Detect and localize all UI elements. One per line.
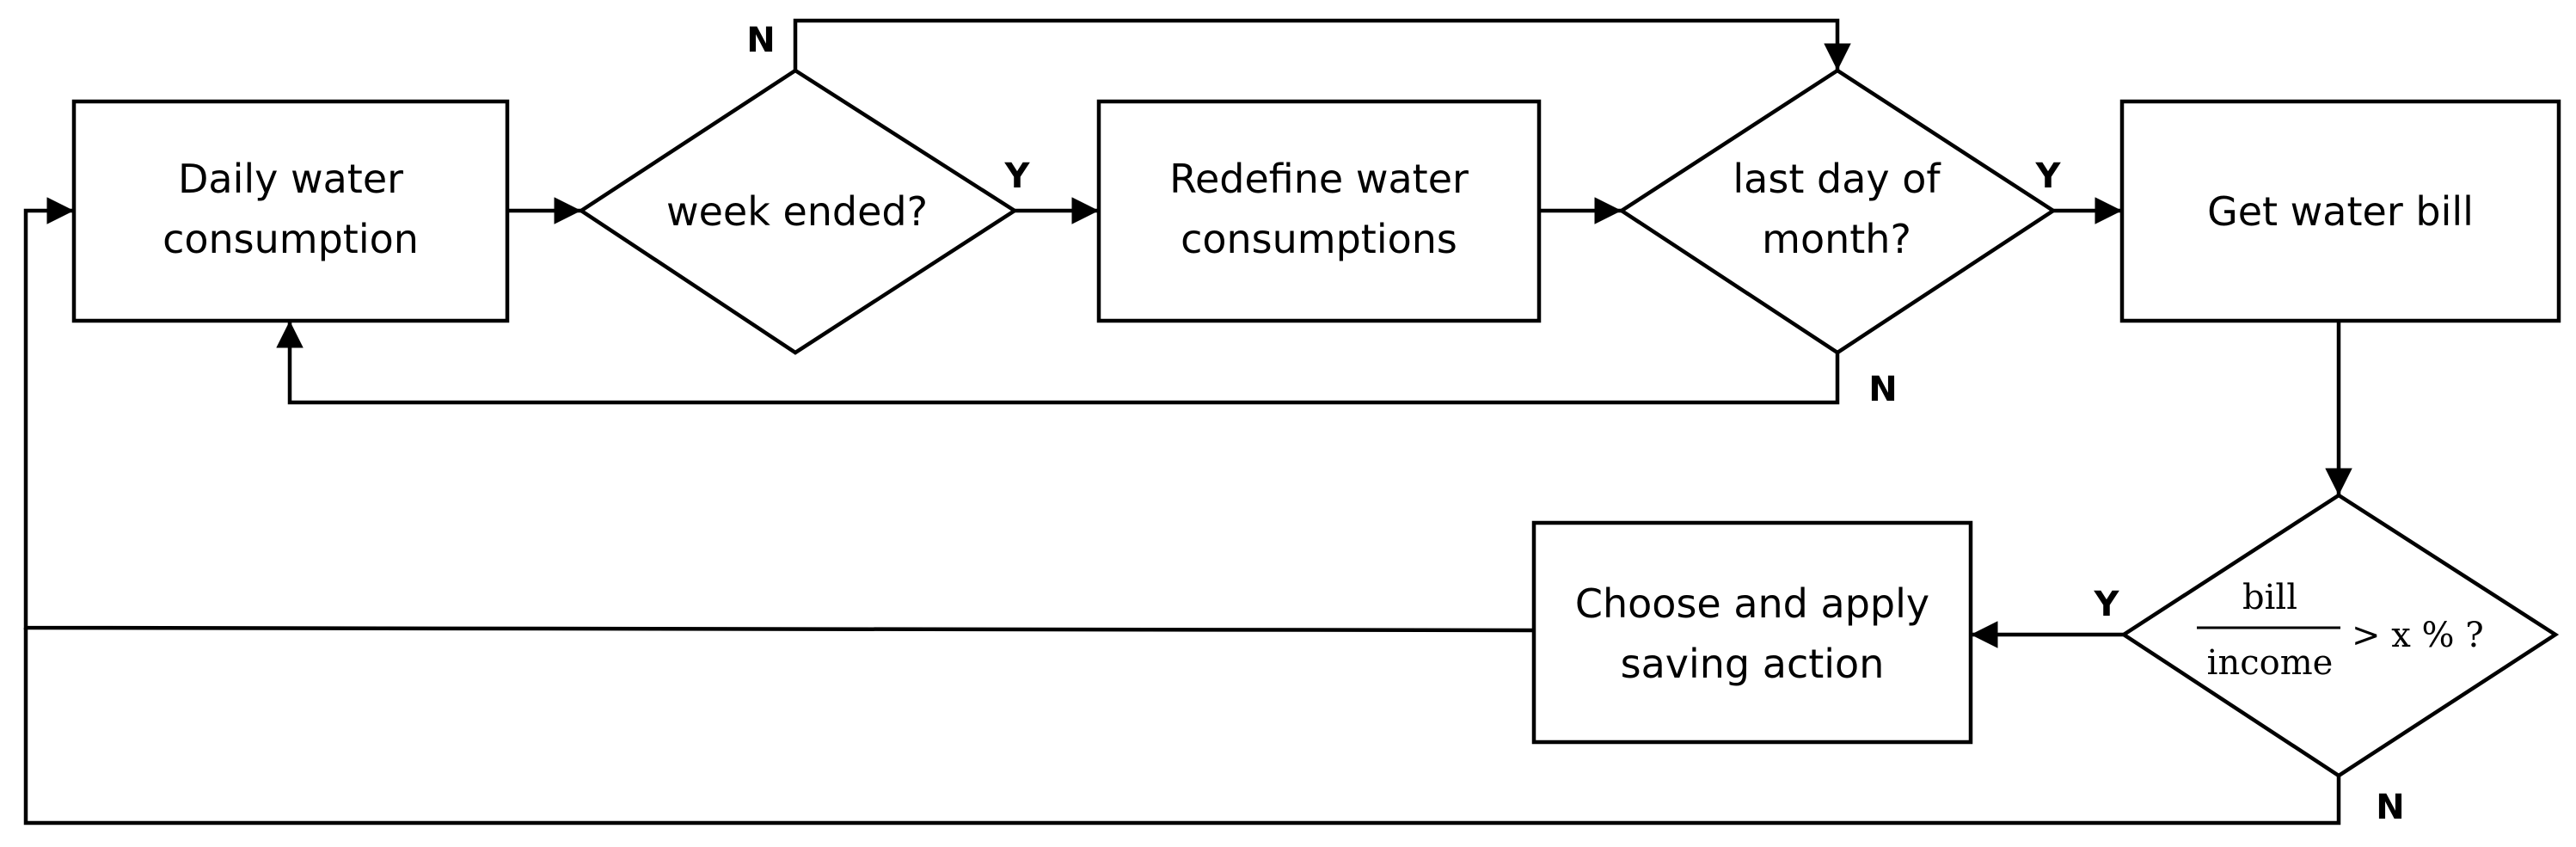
month-no-label: N [1868, 370, 1897, 409]
saving-action-box [1531, 520, 1973, 745]
saving-line2: saving action [1621, 641, 1885, 687]
last-day-line2: month? [1762, 216, 1911, 262]
last-day-line1: last day of [1733, 156, 1941, 202]
daily-consumption-box [71, 99, 510, 323]
arrow-week-no-to-month [793, 18, 1851, 71]
get-water-bill-label: Get water bill [2207, 188, 2474, 235]
arrow-saving-to-daily [23, 197, 1535, 633]
last-day-of-month-decision [1617, 68, 2058, 355]
week-ended-label: week ended? [666, 188, 928, 235]
line-ratio-no-to-loop [23, 628, 2341, 826]
ratio-no-label: N [2376, 788, 2404, 827]
redefine-consumptions-box [1096, 99, 1542, 323]
month-yes-label: Y [2035, 157, 2062, 196]
week-yes-label: Y [1004, 157, 1031, 196]
ratio-numerator: bill [2242, 578, 2297, 617]
saving-line1: Choose and apply [1575, 580, 1929, 627]
daily-consumption-line2: consumption [163, 216, 419, 262]
daily-consumption-line1: Daily water [178, 156, 403, 202]
week-no-label: N [746, 21, 775, 60]
get-water-bill-box [2119, 99, 2561, 323]
arrow-month-no-to-daily [276, 321, 1840, 405]
ratio-denominator: income [2207, 643, 2334, 683]
redefine-line2: consumptions [1181, 216, 1457, 262]
bill-income-ratio-decision [2119, 493, 2560, 778]
redefine-line1: Redefine water [1169, 156, 1469, 202]
ratio-yes-label: Y [2094, 585, 2120, 624]
ratio-comparison: > x % ? [2352, 616, 2484, 655]
week-ended-decision [577, 68, 1019, 355]
